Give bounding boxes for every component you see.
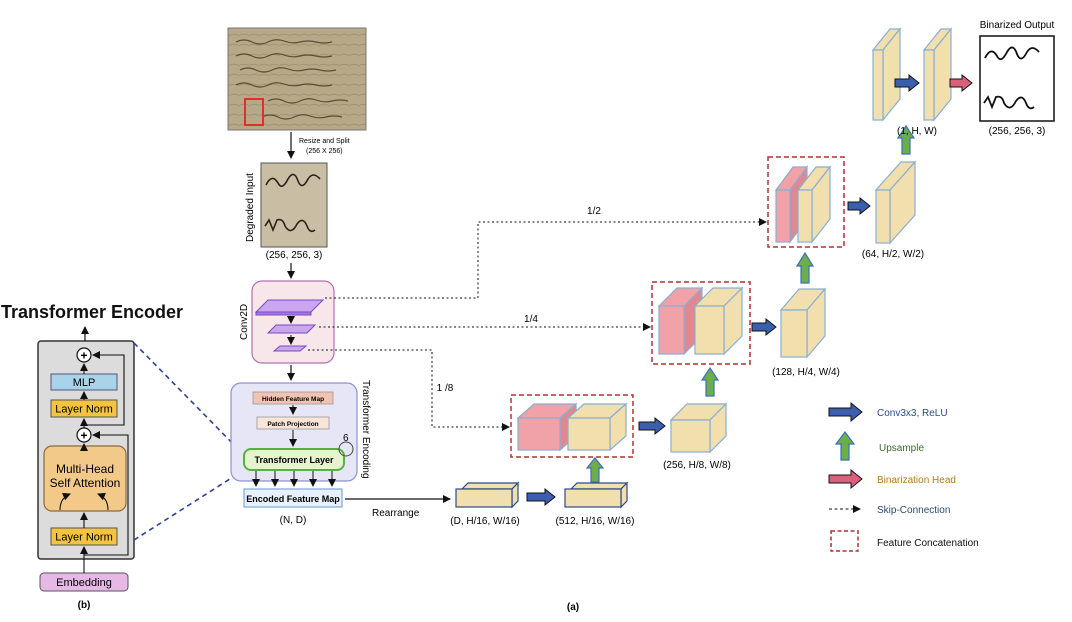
layer-output-arrows <box>252 471 336 487</box>
skip-eighth-label: 1 /8 <box>437 383 454 394</box>
upsampled-cube-half <box>796 165 832 244</box>
encoded-feature-map-label: Encoded Feature Map <box>246 494 340 504</box>
cube-128 <box>779 287 827 359</box>
binarized-output-label: Binarized Output <box>980 20 1055 31</box>
legend-conv-label: Conv3x3, ReLU <box>877 408 948 419</box>
legend-binarization-icon <box>828 468 863 490</box>
transformer-encoder-title: Transformer Encoder <box>1 302 183 322</box>
degraded-input-image <box>260 162 328 248</box>
caption-a: (a) <box>567 602 579 613</box>
cube-512 <box>564 481 629 509</box>
conv-feature-1 <box>254 299 325 313</box>
skip-half-label: 1/2 <box>587 206 601 217</box>
full-document-image <box>227 27 367 131</box>
hidden-feature-map-box <box>252 391 334 405</box>
conv-arrow-quarter <box>751 317 777 337</box>
c1-label: (1, H, W) <box>897 126 937 137</box>
mhsa-label-line1: Multi-Head <box>56 462 114 476</box>
document-handwriting <box>235 39 349 120</box>
conv-arrow-d16-512 <box>526 487 556 507</box>
mhsa-label-line2: Self Attention <box>50 476 121 490</box>
c256-label: (256, H/8, W/8) <box>663 460 731 471</box>
legend-upsample-icon <box>834 431 856 461</box>
concat-box-quarter <box>651 281 751 365</box>
crop-region-marker <box>244 98 264 126</box>
input-dims-label: (256, 256, 3) <box>266 250 323 261</box>
skip-cube-eighth <box>516 402 578 452</box>
cube-top-a <box>871 27 902 122</box>
zoom-line-top <box>133 342 245 456</box>
concat-box-eighth <box>510 394 634 458</box>
add-node-top <box>76 347 92 363</box>
cube-d16 <box>455 481 520 509</box>
binarized-output-image <box>979 35 1055 122</box>
binarized-output-strokes <box>983 46 1040 110</box>
upsample-arrow-256 <box>700 366 720 397</box>
conv-feature-3 <box>272 345 308 352</box>
mlp-label: MLP <box>73 377 96 389</box>
nd-label: (N, D) <box>280 515 307 526</box>
add-symbol-top: + <box>80 349 87 363</box>
upsample-arrow-128 <box>795 251 815 284</box>
concat-box-half <box>767 156 845 248</box>
output-dims-label: (256, 256, 3) <box>989 126 1046 137</box>
conv-arrow-top <box>894 73 920 93</box>
upsampled-cube-quarter <box>693 286 744 356</box>
legend-concat-icon <box>830 530 859 552</box>
c512-label: (512, H/16, W/16) <box>556 516 635 527</box>
layer-norm-top-label: Layer Norm <box>55 404 112 416</box>
cube-256 <box>669 402 728 454</box>
legend-concat-label: Feature Concatenation <box>877 538 979 549</box>
resize-label-line1: Resize and Split <box>299 138 350 145</box>
patch-projection-box <box>256 416 330 430</box>
repeat-loop <box>338 441 354 457</box>
conv-feature-1-side <box>255 311 312 316</box>
legend-binarization-label: Binarization Head <box>877 475 956 486</box>
transformer-encoding-label: Transformer Encoding <box>360 380 371 479</box>
conv-arrow-eighth <box>638 416 666 436</box>
layer-norm-bottom-label: Layer Norm <box>55 532 112 544</box>
upsampled-cube-eighth <box>566 402 628 452</box>
zoom-line-bottom <box>133 469 245 541</box>
cube-64 <box>874 160 917 245</box>
degraded-input-label: Degraded Input <box>245 173 256 242</box>
degraded-input-strokes <box>264 173 321 233</box>
binarization-arrow <box>949 73 973 93</box>
conv2d-label: Conv2D <box>239 304 250 340</box>
d16-label: (D, H/16, W/16) <box>450 516 519 527</box>
skip-quarter-label: 1/4 <box>524 314 538 325</box>
skip-connections <box>308 218 767 431</box>
caption-b: (b) <box>78 600 91 611</box>
legend-skip-label: Skip-Connection <box>877 505 950 516</box>
encoded-feature-map-box <box>243 488 343 508</box>
add-symbol-mid: + <box>80 429 87 443</box>
upsample-arrow-64 <box>896 124 916 155</box>
embedding-label: Embedding <box>56 577 112 589</box>
upsample-arrow-512 <box>585 457 605 483</box>
hidden-feature-map-label: Hidden Feature Map <box>262 396 324 403</box>
conv-feature-2 <box>266 324 317 334</box>
resize-label-line2: (256 X 256) <box>306 148 343 155</box>
encoder-flow-lines <box>59 351 129 573</box>
cube-top-b <box>922 27 953 122</box>
transformer-layer-label: Transformer Layer <box>254 455 334 465</box>
repeat-count: 6 <box>343 433 349 444</box>
legend-conv-icon <box>828 401 863 423</box>
patch-projection-label: Patch Projection <box>267 421 318 428</box>
transformer-layer-box <box>243 448 345 471</box>
legend-upsample-label: Upsample <box>879 443 924 454</box>
rearrange-label: Rearrange <box>372 508 420 519</box>
conv-arrow-half <box>847 196 871 216</box>
c64-label: (64, H/2, W/2) <box>862 249 924 260</box>
c128-label: (128, H/4, W/4) <box>772 367 840 378</box>
